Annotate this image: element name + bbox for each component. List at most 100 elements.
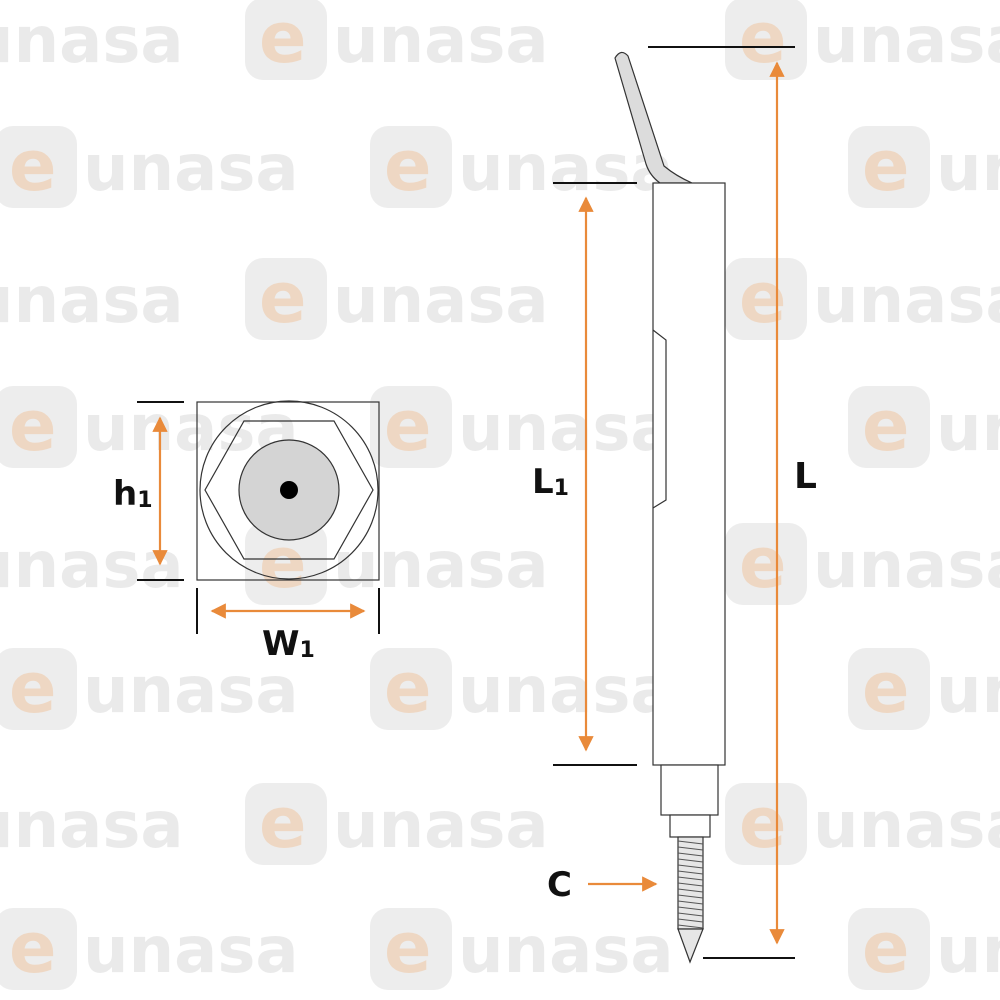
side-view xyxy=(614,51,726,964)
h1-dimension: h1 xyxy=(113,401,184,581)
svg-text:unasa: unasa xyxy=(936,392,1000,466)
svg-text:unasa: unasa xyxy=(333,789,549,863)
svg-text:unasa: unasa xyxy=(936,914,1000,988)
thread-line xyxy=(677,918,704,923)
side-view-tip-point xyxy=(677,928,704,964)
svg-text:unasa: unasa xyxy=(813,789,1000,863)
svg-text:unasa: unasa xyxy=(813,4,1000,78)
top-view-hexagon xyxy=(204,420,374,560)
svg-text:e: e xyxy=(9,125,56,207)
svg-text:e: e xyxy=(259,257,306,339)
thread-line xyxy=(677,876,704,881)
thread-line xyxy=(677,846,704,851)
top-view xyxy=(196,400,380,581)
side-view-bent-lead xyxy=(614,51,693,184)
w1-label: W1 xyxy=(262,624,315,664)
l1-dimension: L1 xyxy=(532,182,637,766)
thread-line xyxy=(677,882,704,887)
svg-text:unasa: unasa xyxy=(813,529,1000,603)
h1-label: h1 xyxy=(113,474,153,514)
side-view-body xyxy=(652,182,726,766)
svg-text:unasa: unasa xyxy=(458,132,674,206)
thread-line xyxy=(677,864,704,869)
svg-text:e: e xyxy=(384,907,431,989)
top-view-center-dot xyxy=(280,481,298,499)
thread-line xyxy=(677,888,704,893)
svg-text:unasa: unasa xyxy=(936,654,1000,728)
svg-text:unasa: unasa xyxy=(333,264,549,338)
svg-text:unasa: unasa xyxy=(0,264,184,338)
svg-text:unasa: unasa xyxy=(83,654,299,728)
top-view-frame xyxy=(196,401,380,581)
thread-line xyxy=(677,870,704,875)
l-label: L xyxy=(794,456,817,497)
svg-text:unasa: unasa xyxy=(83,132,299,206)
side-view-nut xyxy=(669,814,711,838)
thread-line xyxy=(677,900,704,905)
svg-text:unasa: unasa xyxy=(936,132,1000,206)
svg-text:e: e xyxy=(862,385,909,467)
svg-text:unasa: unasa xyxy=(458,914,674,988)
svg-text:unasa: unasa xyxy=(333,4,549,78)
thread-line xyxy=(677,840,704,845)
thread-line xyxy=(677,912,704,917)
svg-text:unasa: unasa xyxy=(333,529,549,603)
thread-line xyxy=(677,906,704,911)
svg-text:unasa: unasa xyxy=(83,914,299,988)
svg-text:e: e xyxy=(739,782,786,864)
svg-text:unasa: unasa xyxy=(458,392,674,466)
svg-text:unasa: unasa xyxy=(813,264,1000,338)
svg-text:e: e xyxy=(384,125,431,207)
svg-text:unasa: unasa xyxy=(0,789,184,863)
thread-line xyxy=(677,924,704,929)
svg-text:e: e xyxy=(259,782,306,864)
svg-text:e: e xyxy=(384,385,431,467)
svg-text:e: e xyxy=(384,647,431,729)
svg-text:e: e xyxy=(739,522,786,604)
w1-dimension: W1 xyxy=(196,588,380,664)
side-view-thread-lines xyxy=(677,840,704,929)
thread-line xyxy=(677,858,704,863)
l1-label: L1 xyxy=(532,462,569,502)
svg-text:e: e xyxy=(739,0,786,79)
side-view-collar xyxy=(660,764,719,816)
svg-text:e: e xyxy=(862,907,909,989)
thread-line xyxy=(677,894,704,899)
svg-text:unasa: unasa xyxy=(0,529,184,603)
svg-text:unasa: unasa xyxy=(458,654,674,728)
svg-text:unasa: unasa xyxy=(0,4,184,78)
svg-text:e: e xyxy=(862,647,909,729)
l-dimension: L xyxy=(648,46,817,959)
c-pointer: C xyxy=(547,865,658,905)
svg-text:e: e xyxy=(259,0,306,79)
c-label: C xyxy=(547,865,572,905)
svg-text:e: e xyxy=(739,257,786,339)
svg-text:e: e xyxy=(9,907,56,989)
svg-text:e: e xyxy=(9,647,56,729)
